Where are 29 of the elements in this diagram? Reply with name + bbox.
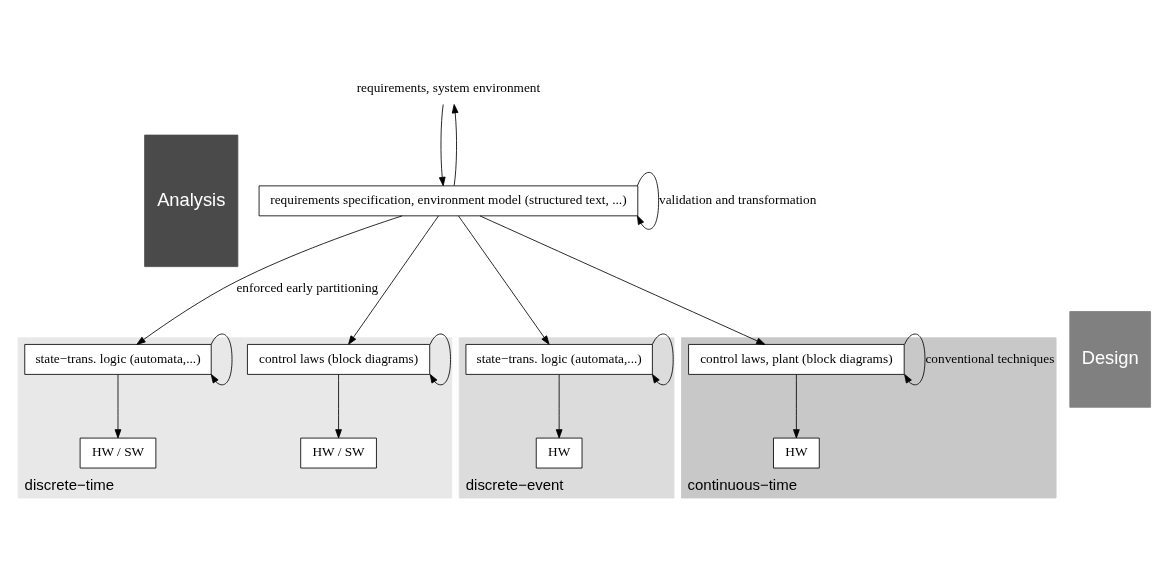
arrow: [451, 104, 459, 187]
node-box: state−trans. logic (automata,...): [24, 344, 212, 375]
node-box: HW / SW: [79, 437, 157, 469]
node-box: state−trans. logic (automata,...): [465, 344, 653, 375]
node-box: Analysis: [144, 134, 239, 268]
edge-label: validation and transformation: [659, 192, 817, 208]
node-box: HW / SW: [300, 437, 377, 469]
arrow: [348, 215, 439, 345]
arrow: [636, 171, 660, 230]
node-box: Design: [1069, 311, 1151, 408]
arrow: [479, 215, 766, 345]
arrow: [210, 333, 233, 386]
node-box: HW: [535, 437, 583, 469]
arrow: [458, 215, 550, 345]
node-box: control laws, plant (block diagrams): [688, 344, 905, 375]
node-box: control laws (block diagrams): [247, 344, 431, 375]
arrow: [438, 104, 446, 187]
edge-label: enforced early partitioning: [236, 280, 379, 296]
arrow: [793, 374, 800, 439]
node-box: requirements specification, environment model (structured text, ...): [258, 185, 639, 217]
node-text: requirements, system environment: [356, 80, 541, 96]
node-box: HW: [773, 437, 820, 469]
edge-label: conventional techniques: [925, 350, 1055, 366]
arrow: [904, 333, 926, 386]
arrow: [114, 374, 122, 439]
arrow: [651, 333, 674, 386]
arrow: [335, 374, 342, 439]
arrow: [136, 215, 403, 345]
arrow: [555, 374, 563, 439]
